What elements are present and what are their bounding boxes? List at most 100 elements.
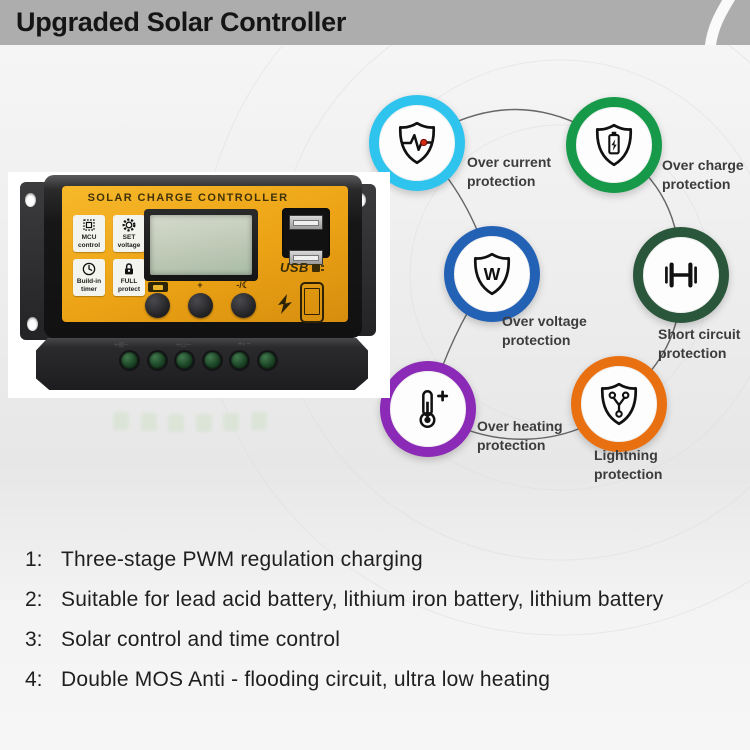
label-line-2: protection <box>594 466 663 482</box>
protection-lightning-label: Lightning protection <box>594 446 662 484</box>
label-line-2: protection <box>467 173 536 189</box>
label-line-1: Over current <box>467 154 552 170</box>
terminal-marking-battery: +▭− <box>176 342 191 349</box>
menu-button[interactable] <box>145 293 170 318</box>
device-title: SOLAR CHARGE CONTROLLER <box>87 192 289 204</box>
terminal-reflection <box>141 413 157 431</box>
screw-terminal <box>231 352 248 369</box>
feature-text: Suitable for lead acid battery, lithium … <box>61 588 664 611</box>
shield-nodes-icon <box>600 382 638 426</box>
lightning-bolt-icon <box>278 294 292 314</box>
badge-label: Build-in <box>76 278 102 285</box>
minus-button[interactable] <box>231 293 256 318</box>
title-bar: Upgraded Solar Controller <box>0 0 750 45</box>
mount-hole <box>27 317 38 331</box>
short-circuit-icon <box>665 262 697 288</box>
badge-label: FULL <box>120 278 138 285</box>
lcd-screen <box>150 215 252 275</box>
terminal-marking-load: +◐− <box>238 341 251 348</box>
screw-terminal <box>176 352 193 369</box>
feature-item: 2: Suitable for lead acid battery, lithi… <box>25 588 735 628</box>
plus-button[interactable] <box>188 293 213 318</box>
white-slash <box>704 0 736 45</box>
lock-icon <box>125 263 133 275</box>
badge-label: voltage <box>117 241 141 249</box>
feature-item: 4: Double MOS Anti - flooding circuit, u… <box>25 668 735 708</box>
terminal-marking-solar: +⊞− <box>114 342 129 349</box>
page-title: Upgraded Solar Controller <box>16 7 347 37</box>
protection-short-circuit-label: Short circuit protection <box>658 325 740 363</box>
phone-icon <box>300 282 324 323</box>
label-line-1: Over heating <box>477 418 563 434</box>
usb-port-bottom <box>289 250 323 265</box>
shield-w-icon: W <box>473 252 511 296</box>
battery-icon <box>148 282 168 292</box>
label-line-2: protection <box>502 332 571 348</box>
label-line-1: Short circuit <box>658 326 741 342</box>
feature-number: 3: <box>25 628 43 651</box>
protection-ring <box>571 356 667 452</box>
protection-lightning <box>571 356 667 452</box>
badge-label: timer <box>81 285 97 293</box>
phone-screen <box>304 288 320 315</box>
header-decoration <box>704 0 736 45</box>
protection-ring <box>633 227 729 323</box>
gear-icon <box>122 218 136 232</box>
label-line-1: Lightning <box>594 447 658 463</box>
protection-ring <box>566 97 662 193</box>
feature-text: Three-stage PWM regulation charging <box>61 548 423 571</box>
label-line-1: Over voltage <box>502 313 587 329</box>
protection-over-heating-label: Over heating protection <box>477 417 563 455</box>
mount-hole <box>25 193 36 207</box>
usb-logo: USB <box>280 260 325 275</box>
terminal-block <box>36 338 368 390</box>
label-line-2: protection <box>662 176 731 192</box>
screw-terminal <box>204 352 221 369</box>
protection-over-heating <box>380 361 476 457</box>
chip-icon <box>83 219 95 231</box>
badge-label: protect <box>117 285 141 293</box>
svg-text:W: W <box>484 264 501 284</box>
protection-ring <box>380 361 476 457</box>
terminal-reflection <box>251 412 267 430</box>
protection-ring: W <box>444 226 540 322</box>
usb-logo-text: USB <box>280 260 309 275</box>
protection-over-voltage: W <box>444 226 540 322</box>
screw-terminal <box>149 352 166 369</box>
usb-port-top <box>289 215 323 230</box>
feature-item: 1: Three-stage PWM regulation charging <box>25 548 735 588</box>
feature-item: 3: Solar control and time control <box>25 628 735 668</box>
label-line-2: protection <box>658 345 727 361</box>
label-line-2: protection <box>477 437 546 453</box>
badge-label: MCU <box>81 234 97 241</box>
badge-label: control <box>77 241 101 249</box>
feature-number: 2: <box>25 588 43 611</box>
shield-battery-icon <box>595 123 633 167</box>
clock-icon <box>82 262 96 276</box>
battery-glyph <box>153 284 163 290</box>
protection-over-current-label: Over current protection <box>467 153 551 191</box>
feature-number: 1: <box>25 548 43 571</box>
minus-moon-icon: -/☾ <box>236 280 250 290</box>
plus-icon: + <box>197 280 203 290</box>
thermometer-icon <box>419 390 449 428</box>
terminal-reflection <box>223 413 239 431</box>
protection-over-charge-label: Over charge protection <box>662 156 744 194</box>
feature-number: 4: <box>25 668 43 691</box>
feature-list: 1: Three-stage PWM regulation charging 2… <box>25 548 735 708</box>
terminal-reflection <box>196 414 212 432</box>
feature-text: Double MOS Anti - flooding circuit, ultr… <box>61 668 551 691</box>
shield-pulse-icon <box>398 121 436 165</box>
usb-plug-icon <box>311 263 324 272</box>
protection-over-voltage-label: Over voltage protection <box>502 312 587 350</box>
label-line-1: Over charge <box>662 157 744 173</box>
terminal-reflection <box>113 412 129 430</box>
protection-short-circuit <box>633 227 729 323</box>
feature-text: Solar control and time control <box>61 628 341 651</box>
